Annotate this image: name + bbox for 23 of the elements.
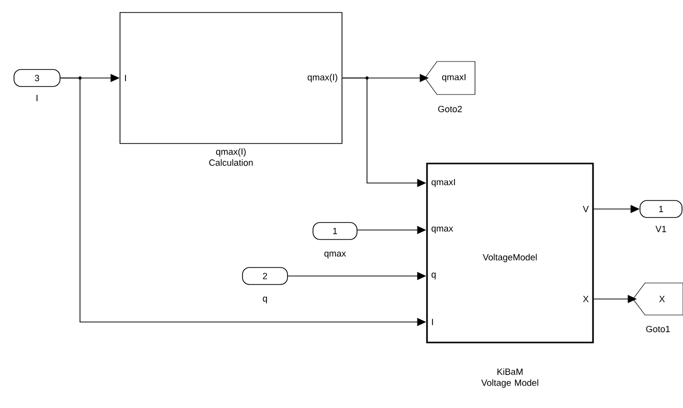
port-label: X bbox=[583, 296, 589, 302]
port-label: I bbox=[432, 318, 433, 326]
port-label: qmaxI bbox=[432, 178, 455, 188]
block-label: qmax(I) Calculation bbox=[209, 148, 253, 166]
block-label: q bbox=[262, 296, 267, 304]
block-label: KiBaM Voltage Model bbox=[481, 368, 538, 388]
inport-block: 3 bbox=[14, 69, 60, 87]
block-label: V1 bbox=[656, 226, 666, 232]
inport-block: 1 bbox=[312, 222, 358, 240]
goto-block: qmaxI bbox=[424, 61, 476, 95]
block-label: Goto1 bbox=[646, 326, 670, 332]
outport-block: 1 bbox=[640, 200, 682, 218]
port-label: q bbox=[432, 272, 436, 280]
port-label: V bbox=[582, 206, 589, 212]
block-label: qmax bbox=[324, 252, 346, 258]
inport-block: 2 bbox=[242, 267, 288, 285]
goto-block: X bbox=[632, 282, 683, 316]
port-label: I bbox=[125, 74, 126, 82]
port-label: qmax bbox=[432, 226, 454, 234]
block-label: Goto2 bbox=[438, 106, 462, 112]
block-label: I bbox=[36, 94, 38, 102]
block-name: VoltageModel bbox=[482, 254, 537, 262]
port-label: qmax(I) bbox=[308, 74, 338, 82]
